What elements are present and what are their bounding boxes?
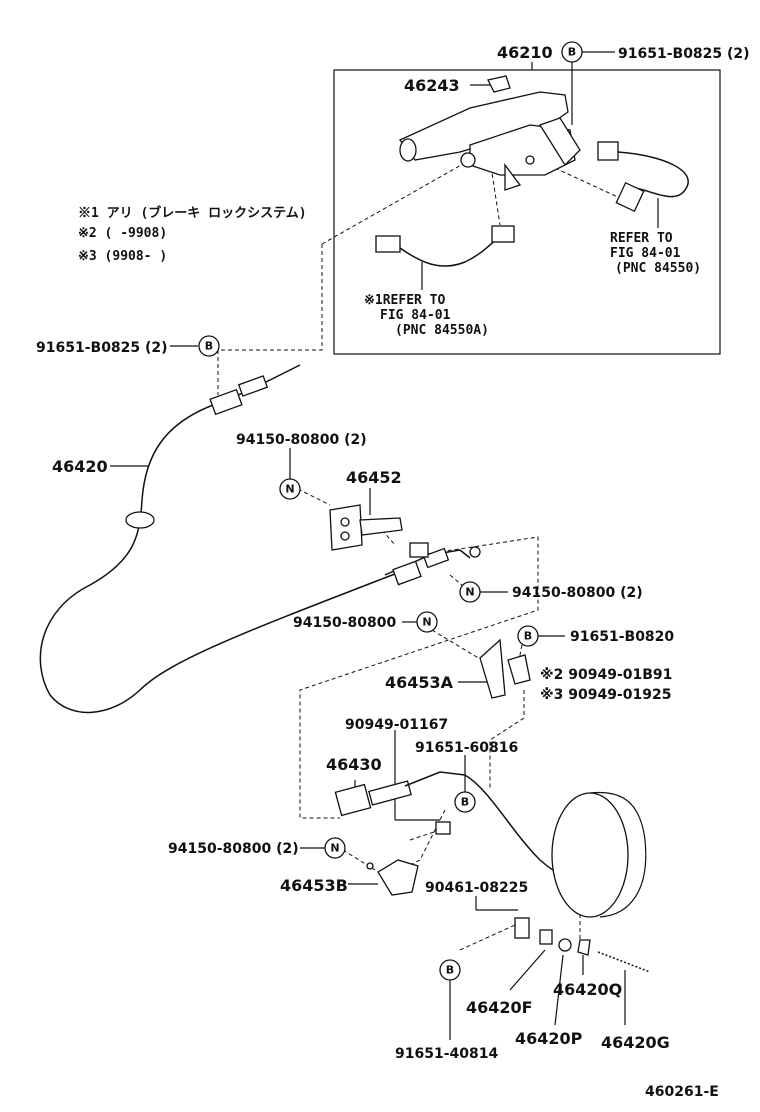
parking-brake-lever — [398, 91, 581, 191]
label-46420Q: 46420Q — [553, 980, 622, 999]
note-1: ※1 アリ (ブレーキ ロックシステム) — [78, 205, 307, 221]
svg-text:N: N — [285, 483, 294, 496]
bracket-46453A — [479, 638, 531, 699]
refer-left-line3: (PNC 84550A) — [395, 323, 489, 338]
circle-marker-b: B — [198, 335, 220, 357]
label-46420F: 46420F — [466, 998, 533, 1017]
note-3: ※3 (9908- ) — [78, 249, 167, 264]
label-91651-60816: 91651-60816 — [415, 740, 518, 756]
circle-marker-n: N — [459, 581, 481, 603]
front-cable — [39, 364, 401, 714]
label-46243: 46243 — [404, 76, 460, 95]
small-parts — [366, 862, 651, 973]
leader-lines — [110, 51, 659, 1040]
note-2: ※2 ( -9908) — [78, 226, 167, 241]
refer-left-line2: FIG 84-01 — [380, 308, 451, 323]
circle-marker-b: B — [561, 41, 583, 63]
label-94150-80800-2-a: 94150-80800 (2) — [236, 432, 367, 448]
refer-right-line3: (PNC 84550) — [615, 261, 701, 276]
label-91651-B0820: 91651-B0820 — [570, 629, 674, 645]
switch-right — [597, 141, 689, 213]
label-46453B: 46453B — [280, 876, 348, 895]
label-94150-80800-2-b: 94150-80800 (2) — [512, 585, 643, 601]
label-46430: 46430 — [326, 755, 382, 774]
switch-left — [375, 225, 515, 267]
brake-drum — [551, 791, 647, 918]
circle-marker-n: N — [416, 611, 438, 633]
label-91651-40814: 91651-40814 — [395, 1046, 498, 1062]
equalizer-bracket — [329, 504, 481, 586]
bracket-46453B — [377, 821, 451, 896]
label-90949-01167: 90949-01167 — [345, 717, 448, 733]
label-46452: 46452 — [346, 468, 402, 487]
refer-left-line1: ※1REFER TO — [364, 293, 446, 308]
refer-right-line2: FIG 84-01 — [610, 246, 681, 261]
label-94150-80800: 94150-80800 — [293, 615, 396, 631]
circle-marker-n: N — [279, 478, 301, 500]
figure-id: 460261-E — [645, 1084, 719, 1100]
circle-marker-b: B — [454, 791, 476, 813]
svg-text:B: B — [568, 46, 576, 59]
label-46453A: 46453A — [385, 673, 454, 692]
label-46420G: 46420G — [601, 1033, 670, 1052]
label-90949-01B91: ※2 90949-01B91 — [540, 667, 672, 683]
refer-right-line1: REFER TO — [610, 231, 673, 246]
label-46210: 46210 — [497, 43, 553, 62]
circle-marker-b: B — [439, 959, 461, 981]
label-90461-08225: 90461-08225 — [425, 880, 528, 896]
svg-text:B: B — [205, 340, 213, 353]
label-46420: 46420 — [52, 457, 108, 476]
intermediate-lever — [334, 771, 466, 817]
label-91651-B0825-left: 91651-B0825 (2) — [36, 340, 168, 356]
svg-text:B: B — [524, 630, 532, 643]
svg-text:B: B — [446, 964, 454, 977]
label-94150-80800-2-c: 94150-80800 (2) — [168, 841, 299, 857]
svg-text:N: N — [330, 842, 339, 855]
label-46420P: 46420P — [515, 1029, 583, 1048]
svg-text:B: B — [461, 796, 469, 809]
label-90949-01925: ※3 90949-01925 — [540, 687, 671, 703]
svg-text:N: N — [465, 586, 474, 599]
label-91651-B0825-top: 91651-B0825 (2) — [618, 46, 750, 62]
svg-text:N: N — [422, 616, 431, 629]
circle-marker-n: N — [324, 837, 346, 859]
inset-box — [333, 69, 721, 355]
circle-marker-b: B — [517, 625, 539, 647]
lever-cap — [487, 75, 511, 93]
